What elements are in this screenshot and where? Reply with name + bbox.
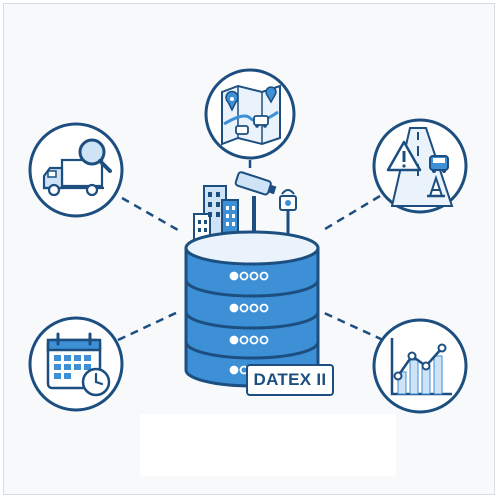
bottom-band bbox=[140, 414, 396, 476]
datex-label: DATEX II bbox=[246, 364, 334, 396]
database-indicator-dots bbox=[229, 271, 269, 375]
connector-right bbox=[319, 194, 381, 234]
connector-bottom-left bbox=[117, 310, 179, 342]
road-warning-icon bbox=[372, 118, 468, 214]
calendar-clock-icon bbox=[28, 316, 124, 412]
truck-search-icon bbox=[28, 122, 124, 218]
connector-bottom-right bbox=[321, 310, 384, 342]
line-chart-icon bbox=[372, 318, 468, 414]
map-traffic-icon bbox=[204, 68, 296, 160]
database-icon bbox=[184, 230, 320, 388]
connector-left bbox=[121, 196, 179, 232]
